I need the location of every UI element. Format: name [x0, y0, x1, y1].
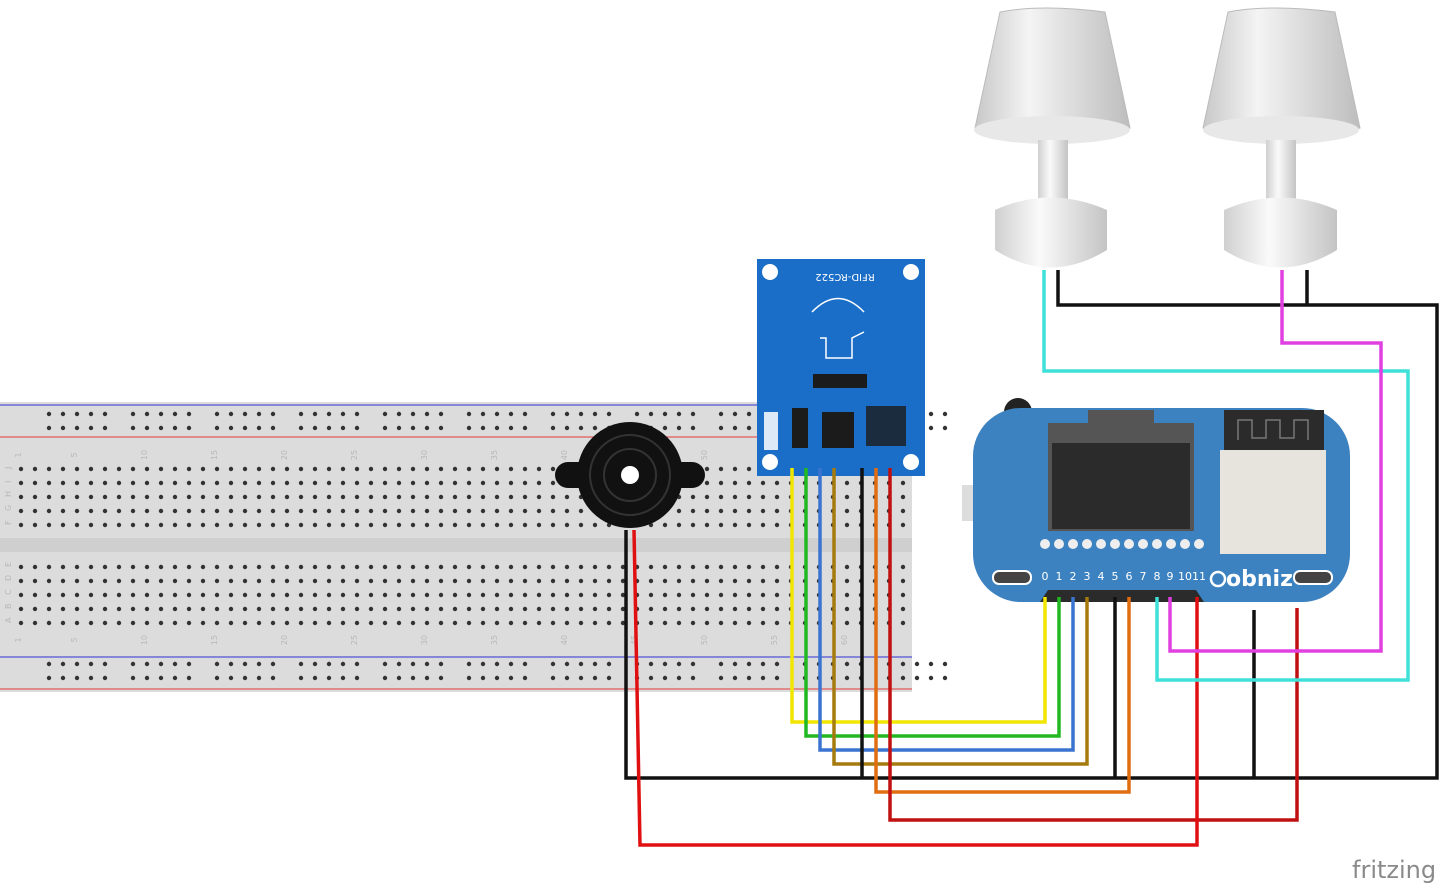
column-label: 50: [700, 450, 709, 460]
lamp-2: [1202, 7, 1361, 268]
column-label: 50: [700, 635, 709, 645]
row-label: I: [4, 481, 13, 483]
column-label: 30: [420, 450, 429, 460]
row-label: J: [4, 467, 13, 470]
wire-yellow: [790, 468, 1047, 724]
wire-brown: [832, 468, 1089, 766]
column-label: 10: [140, 450, 149, 460]
rfid-label: RFID-RC522: [815, 271, 874, 282]
obniz-led: [1166, 539, 1176, 549]
column-label: 1: [14, 637, 23, 642]
column-label: 25: [350, 450, 359, 460]
row-label: H: [4, 491, 13, 497]
obniz-led: [1180, 539, 1190, 549]
column-label: 55: [770, 635, 779, 645]
rfid-module: RFID-RC522: [757, 259, 925, 476]
wire-black-ground: [624, 270, 1439, 780]
pin-label: 1: [1056, 570, 1063, 583]
column-label: 5: [70, 452, 79, 457]
column-label: 35: [490, 450, 499, 460]
pin-label: 5: [1112, 570, 1119, 583]
pin-label: 7: [1140, 570, 1147, 583]
obniz-led: [1138, 539, 1148, 549]
breadboard-holes: [18, 411, 948, 681]
wire-darkred: [888, 468, 1299, 822]
wire-orange: [874, 468, 1131, 794]
row-label: C: [4, 589, 13, 595]
pin-label: 9: [1167, 570, 1174, 583]
pin-label: 11: [1192, 570, 1206, 583]
pin-label: 0: [1042, 570, 1049, 583]
row-label: F: [4, 520, 13, 525]
obniz-led: [1054, 539, 1064, 549]
row-label: D: [4, 575, 13, 581]
obniz-led: [1082, 539, 1092, 549]
row-label: B: [4, 604, 13, 610]
obniz-led: [1110, 539, 1120, 549]
pin-label: 10: [1178, 570, 1192, 583]
wires: [624, 270, 1439, 847]
wire-red-buzzer: [632, 529, 1199, 847]
wire-blue: [818, 468, 1075, 752]
column-label: 35: [490, 635, 499, 645]
column-label: 10: [140, 635, 149, 645]
wire-green: [804, 468, 1061, 738]
lamp-1: [974, 7, 1131, 268]
column-label: 15: [210, 450, 219, 460]
column-label: 30: [420, 635, 429, 645]
wire-cyan: [1042, 270, 1410, 682]
pin-label: 8: [1154, 570, 1161, 583]
column-label: 60: [840, 635, 849, 645]
obniz-brand: obniz: [1226, 567, 1293, 592]
column-label: 40: [560, 450, 569, 460]
wire-magenta: [1168, 270, 1383, 653]
obniz-led: [1194, 539, 1204, 549]
row-label: G: [4, 505, 13, 511]
obniz-led: [1124, 539, 1134, 549]
row-label: E: [4, 562, 13, 567]
column-label: 25: [350, 635, 359, 645]
column-label: 20: [280, 450, 289, 460]
column-label: 5: [70, 637, 79, 642]
column-label: 20: [280, 635, 289, 645]
obniz-led: [1152, 539, 1162, 549]
row-label: A: [4, 617, 13, 623]
buzzer: [555, 422, 705, 528]
obniz-led: [1096, 539, 1106, 549]
pin-label: 4: [1098, 570, 1105, 583]
column-label: 15: [210, 635, 219, 645]
obniz-led: [1068, 539, 1078, 549]
column-label: 40: [560, 635, 569, 645]
fritzing-watermark: fritzing: [1352, 856, 1436, 884]
pin-label: 2: [1070, 570, 1077, 583]
obniz-led: [1040, 539, 1050, 549]
pin-label: 6: [1126, 570, 1133, 583]
pin-label: 3: [1084, 570, 1091, 583]
column-label: 1: [14, 452, 23, 457]
